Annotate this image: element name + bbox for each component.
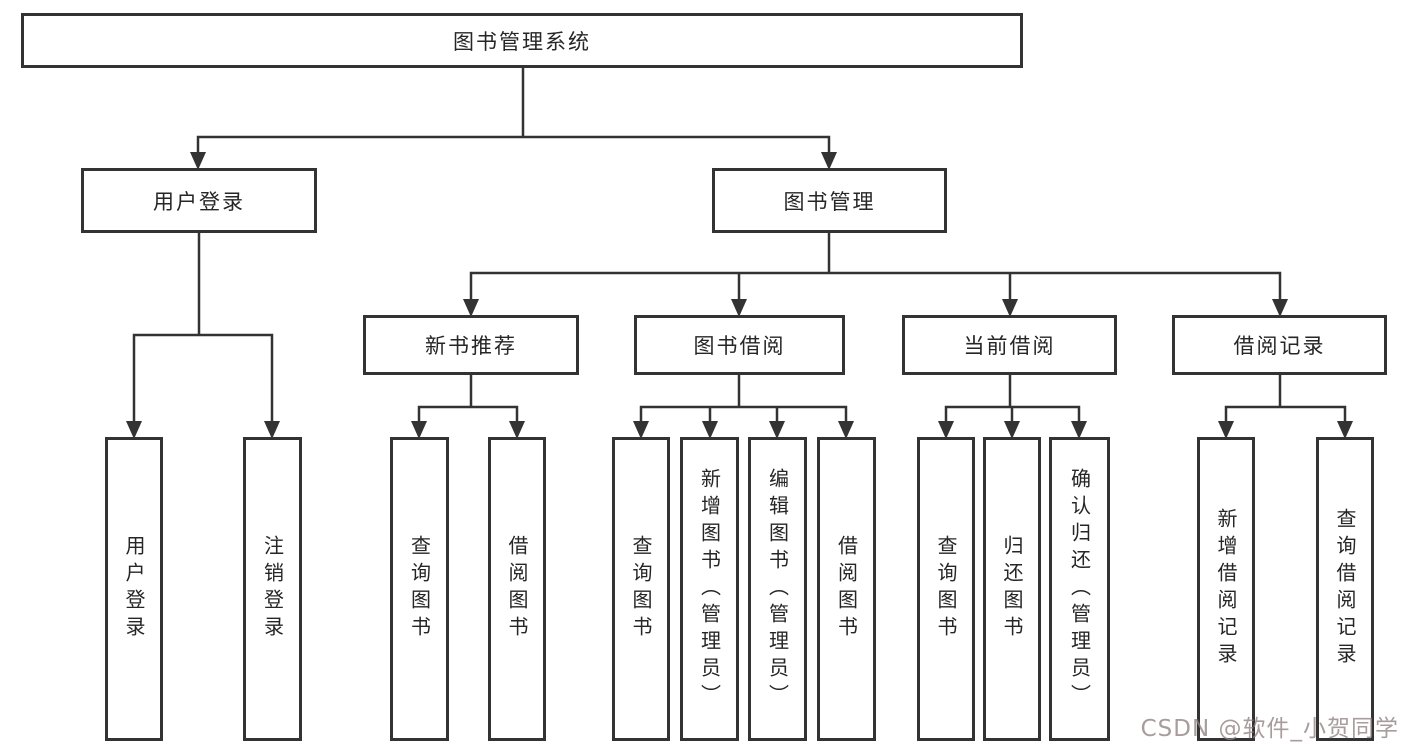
leaf-logout: 注销登录 (243, 437, 302, 741)
csdn-watermark: CSDN @软件_小贺同学 (1140, 716, 1399, 742)
leaf-borrow-books: 借阅图书 (817, 437, 876, 741)
node-current-borrow: 当前借阅 (902, 315, 1117, 375)
leaf-return-books: 归还图书 (983, 437, 1041, 741)
leaf-borrow-books-recommend: 借阅图书 (488, 437, 546, 741)
leaf-query-books-recommend: 查询图书 (390, 437, 449, 741)
node-book-management: 图书管理 (712, 168, 947, 233)
node-new-book-recommend: 新书推荐 (363, 315, 579, 375)
leaf-add-books-admin: 新增图书（管理员） (680, 437, 739, 741)
leaf-edit-books-admin: 编辑图书（管理员） (748, 437, 807, 741)
leaf-query-books-borrow: 查询图书 (612, 437, 670, 741)
leaf-user-login: 用户登录 (105, 437, 163, 741)
node-user-login: 用户登录 (81, 168, 317, 233)
node-borrow-records: 借阅记录 (1172, 315, 1387, 375)
leaf-query-borrow-record: 查询借阅记录 (1316, 437, 1374, 741)
node-book-borrow: 图书借阅 (634, 315, 845, 375)
leaf-confirm-return-admin: 确认归还（管理员） (1049, 437, 1110, 741)
leaf-add-borrow-record: 新增借阅记录 (1197, 437, 1255, 741)
node-root-system: 图书管理系统 (21, 13, 1023, 68)
leaf-query-books-current: 查询图书 (917, 437, 975, 741)
